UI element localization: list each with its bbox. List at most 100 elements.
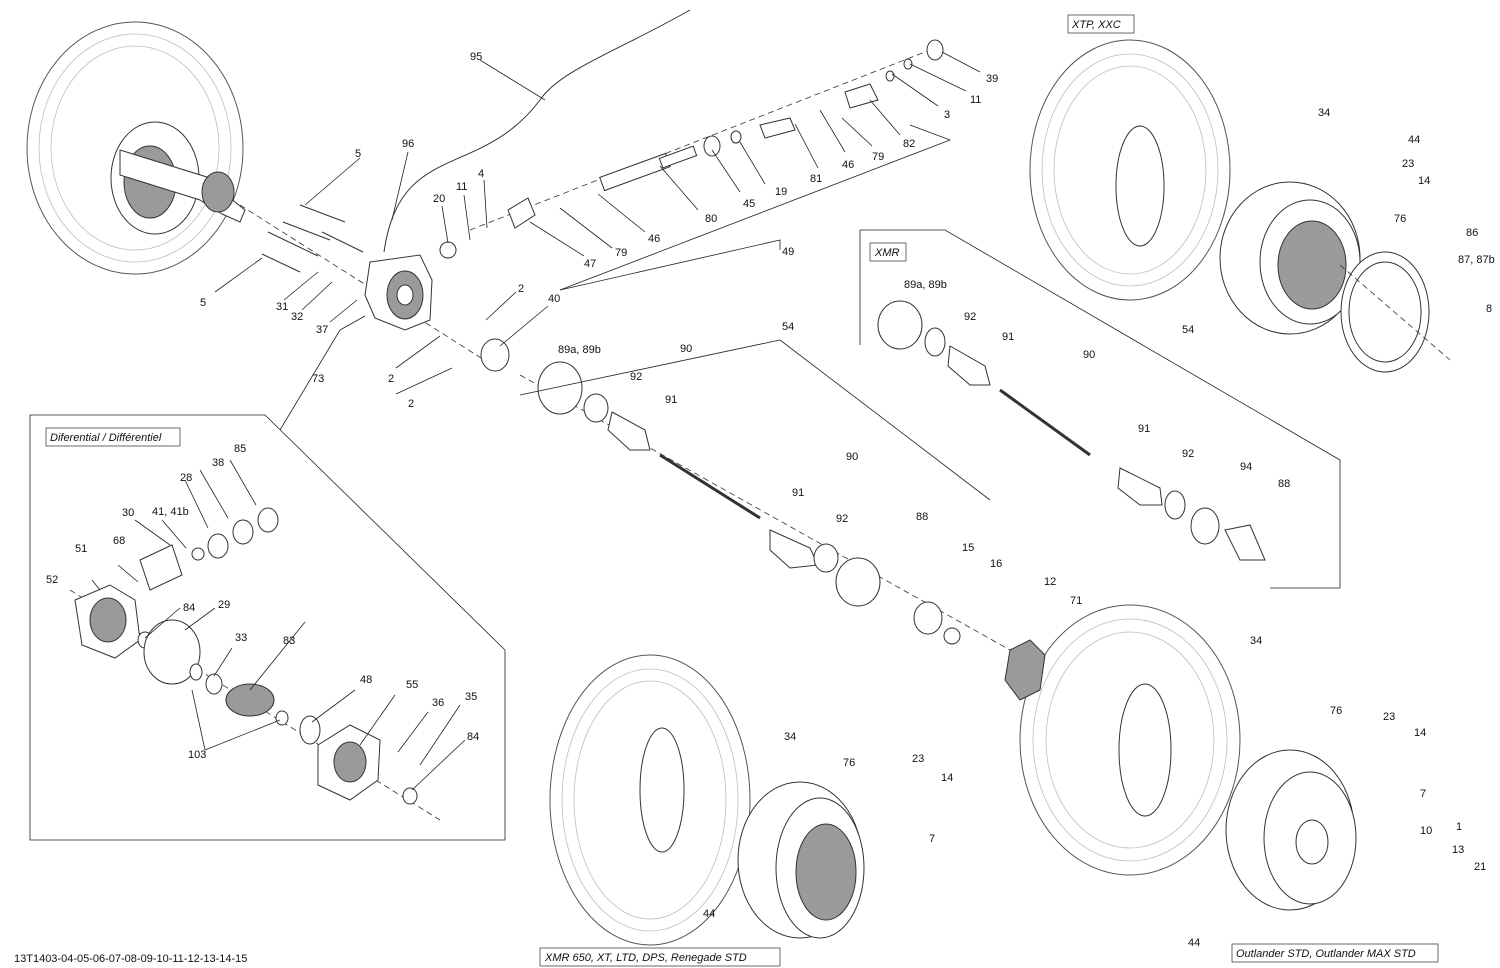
callout-39: 39 — [986, 73, 998, 85]
callout-14: 14 — [1418, 175, 1430, 187]
callout-23: 23 — [912, 753, 924, 765]
callout-92: 92 — [964, 311, 976, 323]
callout-8: 8 — [1486, 303, 1492, 315]
callout-79: 79 — [872, 151, 884, 163]
section-outlander: Outlander STD, Outlander MAX STD — [1236, 948, 1416, 960]
callout-47: 47 — [584, 258, 596, 270]
axis-xtp-wheel — [1339, 264, 1451, 361]
callout-96: 96 — [402, 138, 414, 150]
tire-top-right — [1029, 39, 1231, 301]
callout-88: 88 — [1278, 478, 1290, 490]
xmr-section-frame — [860, 229, 1341, 589]
callout-16: 16 — [990, 558, 1002, 570]
callout-76: 76 — [1394, 213, 1406, 225]
callout-35: 35 — [465, 691, 477, 703]
callout-12: 12 — [1044, 576, 1056, 588]
callout-90: 90 — [1083, 349, 1095, 361]
callout-91: 91 — [665, 394, 677, 406]
callout-80: 80 — [705, 213, 717, 225]
callout-23: 23 — [1402, 158, 1414, 170]
callout-28: 28 — [180, 472, 192, 484]
section-tag-xmr650: XMR 650, XT, LTD, DPS, Renegade STD — [539, 947, 781, 967]
callout-83: 83 — [283, 635, 295, 647]
section-tag-xtp: XTP, XXC — [1067, 14, 1135, 34]
callout-2: 2 — [388, 373, 394, 385]
hub-71 — [1004, 639, 1046, 701]
tire-bottom-right — [1019, 604, 1357, 911]
callout-30: 30 — [122, 507, 134, 519]
callout-32: 32 — [291, 311, 303, 323]
callout-88: 88 — [916, 511, 928, 523]
section-tag-outlander: Outlander STD, Outlander MAX STD — [1231, 943, 1439, 963]
callout-103: 103 — [188, 749, 206, 761]
callout-2: 2 — [518, 283, 524, 295]
breather-hose — [383, 9, 691, 253]
callout-89a: 89a, 89b — [558, 344, 601, 356]
callout-44: 44 — [1408, 134, 1420, 146]
callout-36: 36 — [432, 697, 444, 709]
callout-23: 23 — [1383, 711, 1395, 723]
callout-73: 73 — [312, 373, 324, 385]
callout-76: 76 — [843, 757, 855, 769]
callout-84: 84 — [467, 731, 479, 743]
cv-shaft-main — [537, 361, 961, 645]
callout-29: 29 — [218, 599, 230, 611]
callout-49: 49 — [782, 246, 794, 258]
callout-79: 79 — [615, 247, 627, 259]
callout-82: 82 — [903, 138, 915, 150]
callout-44: 44 — [703, 908, 715, 920]
callout-91: 91 — [792, 487, 804, 499]
section-xmr: XMR — [874, 247, 900, 259]
callout-89a: 89a, 89b — [904, 279, 947, 291]
callout-68: 68 — [113, 535, 125, 547]
callout-21: 21 — [1474, 861, 1486, 873]
callout-91: 91 — [1138, 423, 1150, 435]
callout-95: 95 — [470, 51, 482, 63]
callout-19: 19 — [775, 186, 787, 198]
callout-46: 46 — [842, 159, 854, 171]
callout-38: 38 — [212, 457, 224, 469]
callout-3: 3 — [944, 109, 950, 121]
callout-1: 1 — [1456, 821, 1462, 833]
axis-propshaft — [469, 49, 931, 231]
callout-11: 11 — [456, 181, 467, 193]
callout-81: 81 — [810, 173, 822, 185]
callout-34: 34 — [1318, 107, 1330, 119]
callout-90: 90 — [680, 343, 692, 355]
callout-54: 54 — [782, 321, 794, 333]
callout-13: 13 — [1452, 844, 1464, 856]
callout-5: 5 — [200, 297, 206, 309]
callout-5: 5 — [355, 148, 361, 160]
callout-31: 31 — [276, 301, 288, 313]
callout-92: 92 — [630, 371, 642, 383]
callout-15: 15 — [962, 542, 974, 554]
tire-bottom-middle — [549, 654, 865, 946]
callout-labels: 95 96 5 5 20 11 4 31 32 37 73 2 2 2 40 4… — [46, 51, 1495, 949]
section-tag-xmr: XMR — [869, 242, 907, 262]
callout-84: 84 — [183, 602, 195, 614]
callout-45: 45 — [743, 198, 755, 210]
callout-37: 37 — [316, 324, 328, 336]
callout-40: 40 — [548, 293, 560, 305]
callout-92: 92 — [836, 513, 848, 525]
callout-54: 54 — [1182, 324, 1194, 336]
seal-40 — [480, 338, 510, 372]
section-differential: Diferential / Différentiel — [50, 432, 162, 444]
section-xmr650: XMR 650, XT, LTD, DPS, Renegade STD — [544, 952, 747, 964]
callout-41: 41, 41b — [152, 506, 189, 518]
callout-46: 46 — [648, 233, 660, 245]
callout-14: 14 — [941, 772, 953, 784]
tire-top-left — [26, 21, 246, 275]
figure-id: 13T1403-04-05-06-07-08-09-10-11-12-13-14… — [14, 953, 247, 965]
callout-14: 14 — [1414, 727, 1426, 739]
section-tag-diff: Diferential / Différentiel — [45, 427, 181, 447]
callout-52: 52 — [46, 574, 58, 586]
callout-92: 92 — [1182, 448, 1194, 460]
callout-33: 33 — [235, 632, 247, 644]
callout-91: 91 — [1002, 331, 1014, 343]
rim-top-right — [1219, 181, 1430, 373]
callout-7: 7 — [929, 833, 935, 845]
callout-34: 34 — [784, 731, 796, 743]
diff-parts — [74, 507, 418, 805]
callout-20: 20 — [433, 193, 445, 205]
